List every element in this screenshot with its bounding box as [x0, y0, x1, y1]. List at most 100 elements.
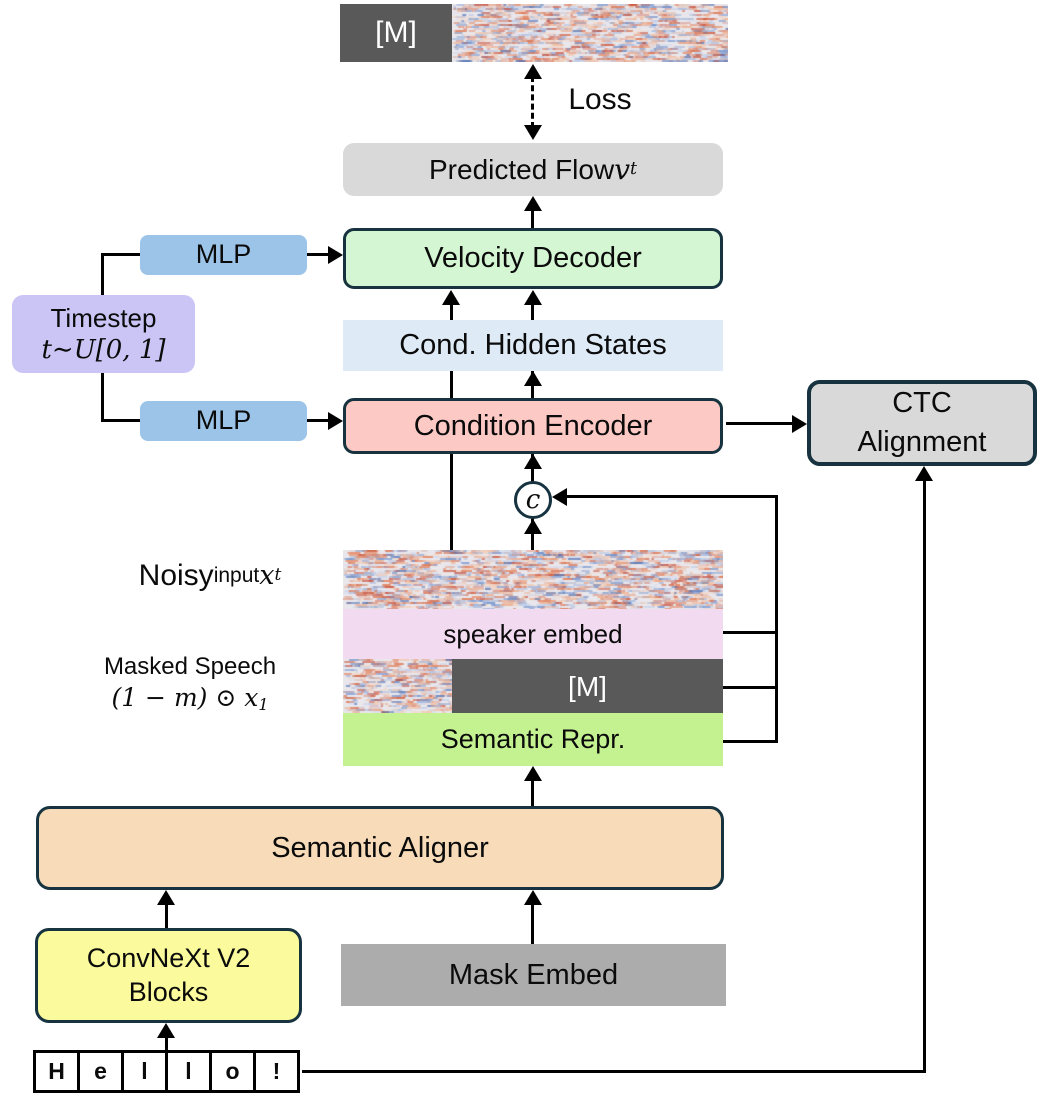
connector-line — [101, 253, 141, 256]
predicted-flow-sub: t — [630, 158, 637, 179]
semantic-repr-label: Semantic Repr. — [440, 724, 626, 754]
mask-embed-box: Mask Embed — [341, 944, 726, 1006]
loss-label: Loss — [560, 80, 640, 120]
loss-arrowhead-up — [524, 64, 542, 79]
mask-embed-label: Mask Embed — [448, 958, 619, 991]
condition-encoder-box: Condition Encoder — [343, 398, 723, 454]
token-label: e — [94, 1058, 107, 1084]
token-cell: o — [209, 1050, 256, 1093]
connector-line — [723, 631, 777, 634]
connector-line — [566, 495, 777, 498]
masked-speech-mask-cell: [M] — [452, 659, 723, 713]
token-cell: l — [121, 1050, 168, 1093]
cond-hidden-states-label: Cond. Hidden States — [399, 329, 667, 362]
noisy-label-big: Noisy — [138, 559, 214, 593]
noisy-input-spectrogram — [343, 550, 723, 609]
convnext-label-line1: ConvNeXt V2 — [86, 942, 251, 973]
arrowhead — [524, 371, 542, 386]
ctc-alignment-box: CTC Alignment — [807, 380, 1037, 466]
timestep-math: t∼U[0, 1] — [41, 335, 166, 365]
token-cell: ! — [253, 1050, 300, 1093]
masked-speech-label: Masked Speech (1 − m) ⊙ x1 — [75, 652, 305, 716]
arrowhead — [524, 766, 542, 781]
connector-line — [531, 894, 534, 944]
speaker-embed-label: speaker embed — [443, 618, 623, 649]
convnext-label-line2: Blocks — [128, 976, 209, 1007]
ctc-label-line2: Alignment — [857, 426, 987, 458]
connector-line — [307, 419, 331, 422]
connector-line — [726, 422, 793, 425]
connector-line — [723, 686, 777, 689]
connector-line — [531, 770, 534, 806]
mask-token-label: [M] — [568, 670, 607, 702]
arrowhead — [157, 890, 175, 905]
concat-node: c — [514, 481, 552, 519]
loss-text: Loss — [568, 83, 632, 117]
velocity-decoder-label: Velocity Decoder — [424, 242, 642, 275]
token-cell: H — [33, 1050, 80, 1093]
connector-line — [101, 419, 141, 422]
semantic-aligner-label: Semantic Aligner — [271, 831, 489, 864]
cond-hidden-states-box: Cond. Hidden States — [343, 320, 723, 371]
arrowhead — [552, 488, 567, 506]
arrowhead — [442, 290, 460, 305]
mlp-bottom-label: MLP — [195, 405, 252, 436]
arrowhead — [157, 1023, 175, 1038]
connector-line — [723, 740, 777, 743]
convnext-box: ConvNeXt V2 Blocks — [35, 928, 302, 1023]
connector-line — [302, 1070, 926, 1073]
masked-label-line1: Masked Speech — [103, 653, 277, 681]
concat-symbol: c — [525, 484, 541, 515]
arrowhead — [524, 454, 542, 469]
masked-speech-spectrogram — [343, 659, 452, 713]
connector-line — [531, 203, 534, 229]
arrowhead — [328, 412, 343, 430]
connector-line — [775, 495, 778, 743]
loss-arrowhead-down — [524, 125, 542, 140]
connector-line — [101, 373, 104, 422]
arrowhead — [328, 246, 343, 264]
masked-label-sub: 1 — [258, 695, 269, 715]
arrowhead — [524, 519, 542, 534]
predicted-flow-math: v — [614, 153, 631, 186]
condition-encoder-label: Condition Encoder — [413, 409, 653, 442]
connector-line — [165, 894, 168, 928]
semantic-repr-strip: Semantic Repr. — [343, 713, 723, 766]
connector-line — [101, 253, 104, 295]
semantic-aligner-box: Semantic Aligner — [36, 806, 724, 890]
mlp-top-label: MLP — [195, 239, 252, 270]
token-cell: e — [77, 1050, 124, 1093]
token-label: o — [225, 1058, 240, 1084]
token-label: H — [48, 1058, 65, 1084]
text-token-row: H e l l o ! — [33, 1050, 300, 1093]
loss-connector-line — [531, 76, 534, 128]
target-spectrogram — [452, 4, 728, 62]
velocity-decoder-box: Velocity Decoder — [343, 228, 723, 289]
noisy-label-small: input — [213, 563, 260, 587]
connector-line — [165, 1027, 168, 1050]
masked-label-math: (1 − m) ⊙ x — [111, 683, 259, 713]
arrowhead — [524, 196, 542, 211]
connector-line — [923, 480, 926, 1073]
noisy-label-sub: t — [274, 565, 282, 586]
arrowhead — [915, 466, 933, 481]
token-label: l — [185, 1058, 192, 1084]
token-cell: l — [165, 1050, 212, 1093]
predicted-flow-label: Predicted Flow — [429, 154, 615, 185]
mlp-top-box: MLP — [140, 235, 307, 275]
arrowhead — [792, 415, 807, 433]
target-mask-cell: [M] — [340, 4, 452, 62]
connector-line — [307, 253, 331, 256]
mlp-bottom-box: MLP — [140, 401, 307, 441]
timestep-label: Timestep — [50, 302, 157, 333]
mask-token-label: [M] — [375, 16, 417, 50]
timestep-box: Timestep t∼U[0, 1] — [12, 295, 195, 373]
token-label: ! — [272, 1058, 281, 1084]
arrowhead — [524, 890, 542, 905]
token-label: l — [141, 1058, 148, 1084]
arrowhead — [524, 290, 542, 305]
ctc-label-line1: CTC — [892, 386, 952, 419]
speaker-embed-strip: speaker embed — [343, 609, 723, 659]
